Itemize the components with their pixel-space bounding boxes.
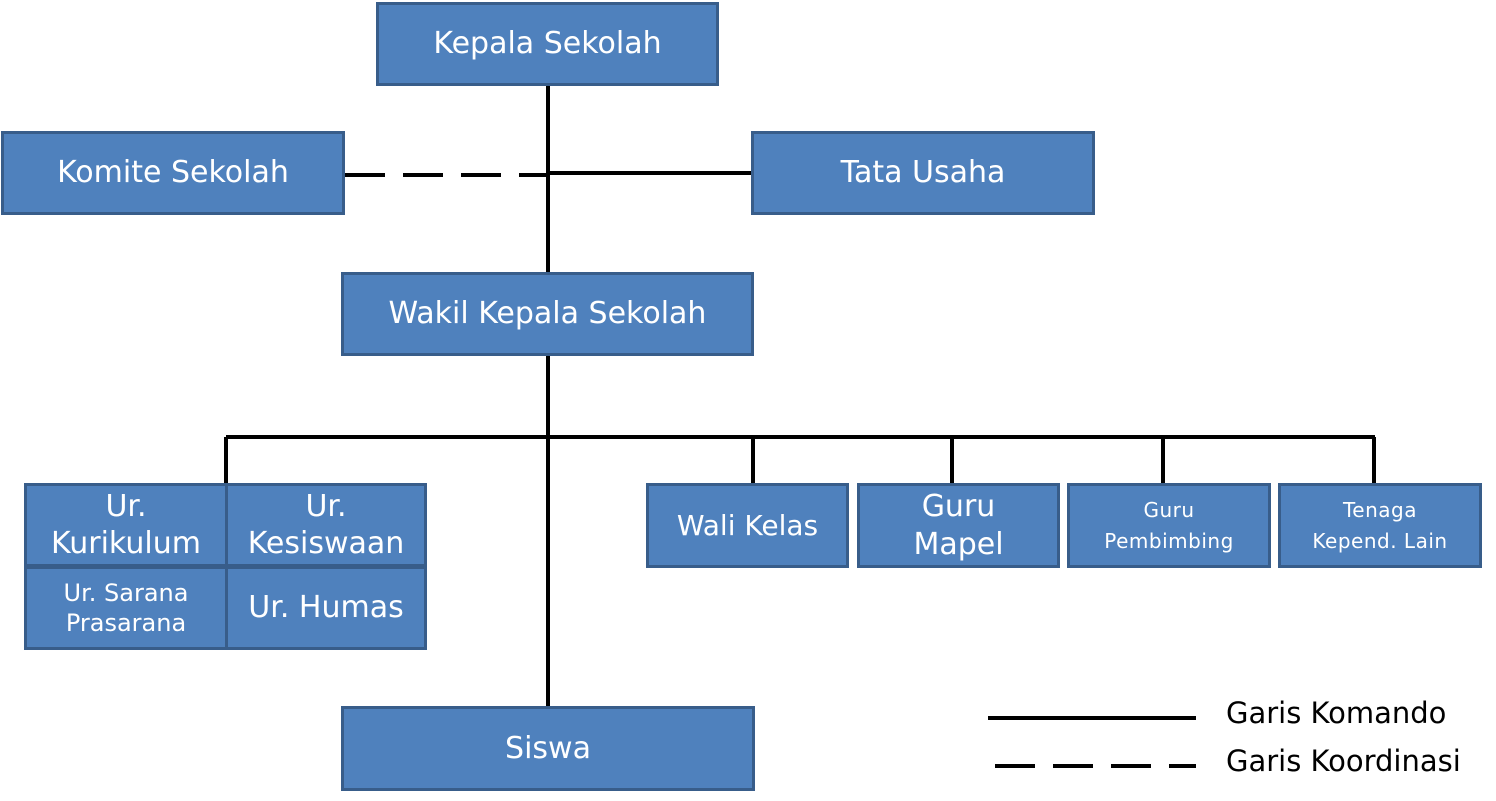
box-label: Ur. Kurikulum: [51, 488, 201, 562]
box-label: Siswa: [505, 730, 591, 766]
box-siswa: Siswa: [341, 706, 755, 791]
box-komite-sekolah: Komite Sekolah: [1, 131, 345, 215]
box-tenaga-kepend-lain: Tenaga Kepend. Lain: [1278, 483, 1482, 568]
legend-label-garis-koordinasi: Garis Koordinasi: [1226, 744, 1461, 778]
box-label: Ur. Kesiswaan: [247, 488, 405, 562]
box-wali-kelas: Wali Kelas: [646, 483, 849, 568]
box-ur-kesiswaan: Ur. Kesiswaan: [225, 483, 427, 567]
box-label: Ur. Humas: [248, 590, 404, 626]
box-ur-kurikulum: Ur. Kurikulum: [24, 483, 228, 567]
box-label: Wali Kelas: [676, 509, 819, 542]
box-label: Ur. Sarana Prasarana: [63, 579, 189, 637]
legend-label-garis-komando: Garis Komando: [1226, 696, 1447, 730]
box-wakil-kepala-sekolah: Wakil Kepala Sekolah: [341, 272, 754, 356]
box-guru-pembimbing: Guru Pembimbing: [1067, 483, 1271, 568]
box-guru-mapel: Guru Mapel: [857, 483, 1060, 568]
box-label: Kepala Sekolah: [433, 26, 662, 62]
box-ur-humas: Ur. Humas: [225, 566, 427, 650]
box-tata-usaha: Tata Usaha: [751, 131, 1095, 215]
box-label: Komite Sekolah: [57, 155, 289, 191]
box-ur-sarana-prasarana: Ur. Sarana Prasarana: [24, 566, 228, 650]
box-label: Guru Mapel: [913, 489, 1004, 562]
box-label: Tenaga Kepend. Lain: [1312, 497, 1448, 553]
box-label: Tata Usaha: [840, 155, 1006, 191]
box-kepala-sekolah: Kepala Sekolah: [376, 2, 719, 86]
box-label: Wakil Kepala Sekolah: [388, 296, 707, 332]
box-label: Guru Pembimbing: [1104, 497, 1234, 553]
